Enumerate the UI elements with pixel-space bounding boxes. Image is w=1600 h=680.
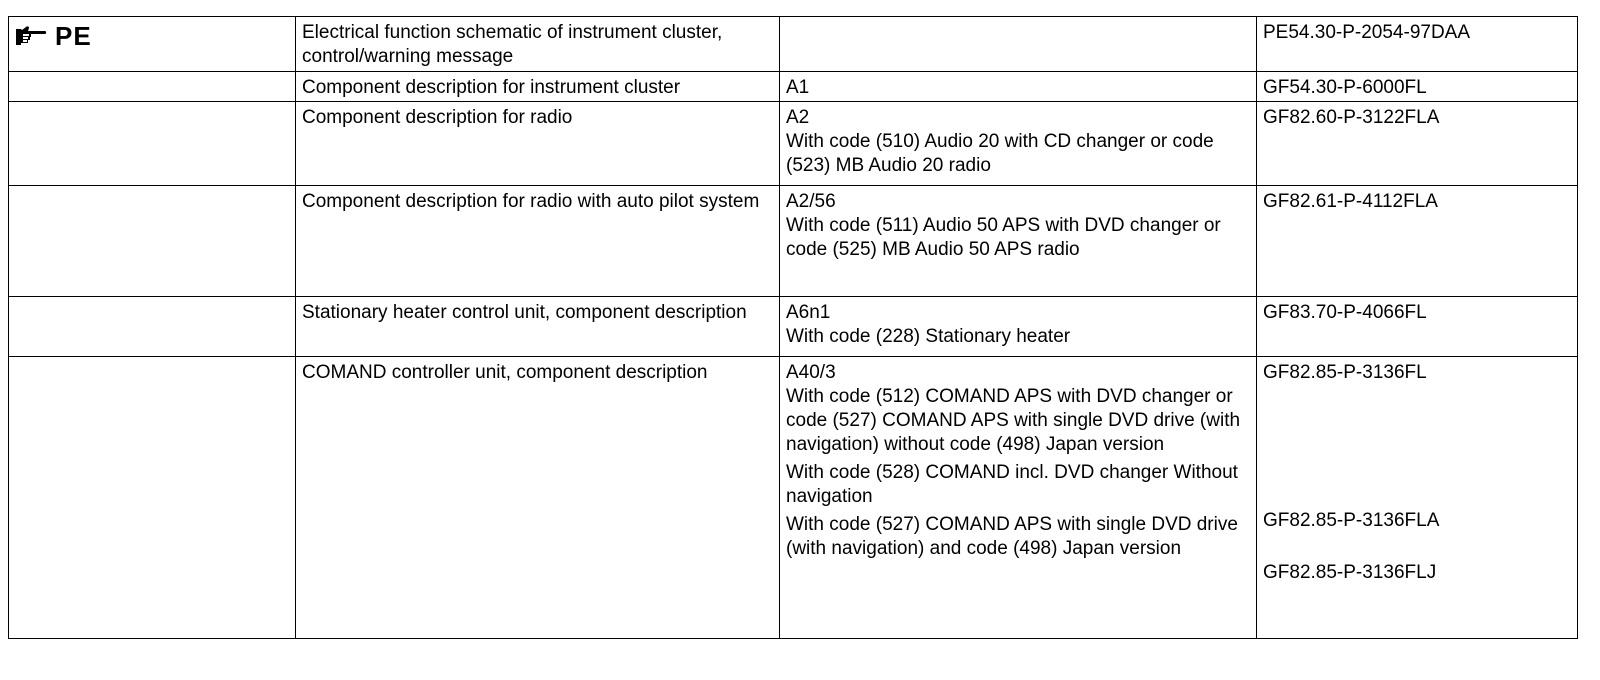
condition-text: With code (228) Stationary heater [786, 326, 1071, 347]
description-text: Electrical function schematic of instrum… [302, 22, 723, 67]
condition-text: With code (527) COMAND APS with single D… [786, 514, 1238, 559]
condition-text: With code (511) Audio 50 APS with DVD ch… [786, 215, 1221, 260]
reference-cell: PE54.30-P-2054-97DAA [1256, 16, 1578, 72]
document-reference: GF82.85-P-3136FLJ [1263, 562, 1437, 583]
document-reference: GF82.85-P-3136FLA [1263, 510, 1440, 531]
description-text: COMAND controller unit, component descri… [302, 362, 708, 383]
document-reference: GF82.60-P-3122FLA [1263, 107, 1440, 128]
table-row: Stationary heater control unit, componen… [8, 296, 1578, 357]
document-reference: GF82.61-P-4112FLA [1263, 191, 1438, 212]
pointing-hand-icon [16, 26, 47, 46]
pe-header-cell: PE [8, 16, 296, 72]
document-reference: GF82.85-P-3136FL [1263, 362, 1427, 383]
reference-table: PE Electrical function schematic of inst… [8, 16, 1578, 639]
empty-cell [8, 101, 296, 186]
description-cell: Component description for instrument clu… [295, 71, 780, 102]
description-cell: Electrical function schematic of instrum… [295, 16, 780, 72]
component-cell: A40/3 With code (512) COMAND APS with DV… [779, 356, 1257, 639]
component-cell [779, 16, 1257, 72]
table-row: Component description for instrument clu… [8, 71, 1578, 102]
component-cell: A6n1 With code (228) Stationary heater [779, 296, 1257, 357]
component-cell: A2 With code (510) Audio 20 with CD chan… [779, 101, 1257, 186]
component-cell: A2/56 With code (511) Audio 50 APS with … [779, 185, 1257, 297]
component-cell: A1 [779, 71, 1257, 102]
description-text: Component description for radio with aut… [302, 191, 760, 212]
condition-text: With code (528) COMAND incl. DVD changer… [786, 462, 1238, 507]
reference-cell: GF82.61-P-4112FLA [1256, 185, 1578, 297]
description-cell: COMAND controller unit, component descri… [295, 356, 780, 639]
description-text: Component description for radio [302, 107, 573, 128]
condition-text: With code (512) COMAND APS with DVD chan… [786, 386, 1241, 455]
empty-cell [8, 356, 296, 639]
description-cell: Stationary heater control unit, componen… [295, 296, 780, 357]
description-cell: Component description for radio [295, 101, 780, 186]
description-text: Component description for instrument clu… [302, 77, 681, 98]
empty-cell [8, 71, 296, 102]
component-code: A2/56 [786, 191, 836, 212]
table-row: COMAND controller unit, component descri… [8, 356, 1578, 639]
document-reference: GF83.70-P-4066FL [1263, 302, 1427, 323]
empty-cell [8, 296, 296, 357]
table-row: Component description for radio with aut… [8, 185, 1578, 297]
reference-cell: GF83.70-P-4066FL [1256, 296, 1578, 357]
condition-text: With code (510) Audio 20 with CD changer… [786, 131, 1214, 176]
document-reference: PE54.30-P-2054-97DAA [1263, 22, 1471, 43]
reference-cell: GF54.30-P-6000FL [1256, 71, 1578, 102]
description-cell: Component description for radio with aut… [295, 185, 780, 297]
document-reference: GF54.30-P-6000FL [1263, 77, 1427, 98]
reference-cell: GF82.60-P-3122FLA [1256, 101, 1578, 186]
empty-cell [8, 185, 296, 297]
component-code: A6n1 [786, 302, 831, 323]
component-code: A1 [786, 77, 810, 98]
reference-cell: GF82.85-P-3136FL GF82.85-P-3136FLA GF82.… [1256, 356, 1578, 639]
table-row: Component description for radio A2 With … [8, 101, 1578, 186]
description-text: Stationary heater control unit, componen… [302, 302, 747, 323]
pe-label: PE [55, 21, 92, 52]
table-row: PE Electrical function schematic of inst… [8, 16, 1578, 72]
component-code: A2 [786, 107, 810, 128]
component-code: A40/3 [786, 362, 836, 383]
